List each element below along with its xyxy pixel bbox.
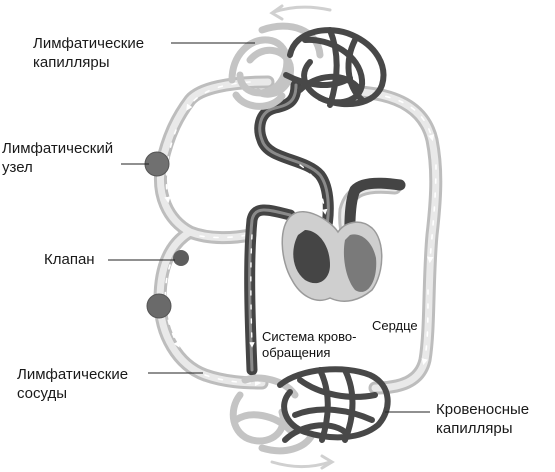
bottom-capillary-network — [229, 366, 391, 455]
label-circulatory-system: Система крово- обращения — [262, 329, 357, 360]
label-lymph-node: Лимфатический узел — [2, 140, 114, 176]
top-capillary-network — [228, 22, 387, 110]
lymph-node-lower — [146, 293, 172, 319]
label-heart: Сердце — [372, 318, 418, 333]
lymph-nodes — [144, 151, 189, 319]
top-flow-arrow-head-icon — [269, 4, 284, 21]
lymph-node-valve — [173, 250, 189, 266]
label-lymph-capillaries: Лимфатические капилляры — [33, 35, 145, 71]
top-flow-arrow-icon — [272, 5, 332, 14]
circulation-arrows — [269, 4, 335, 470]
bottom-flow-arrow-head-icon — [320, 454, 335, 470]
label-blood-capillaries: Кровеносные капилляры — [436, 401, 530, 437]
bottom-flow-arrow-icon — [270, 460, 332, 468]
label-lymph-vessels: Лимфатические сосуды — [17, 366, 129, 402]
leader-lines — [108, 42, 430, 413]
label-valve: Клапан — [44, 251, 95, 268]
heart — [281, 211, 383, 302]
